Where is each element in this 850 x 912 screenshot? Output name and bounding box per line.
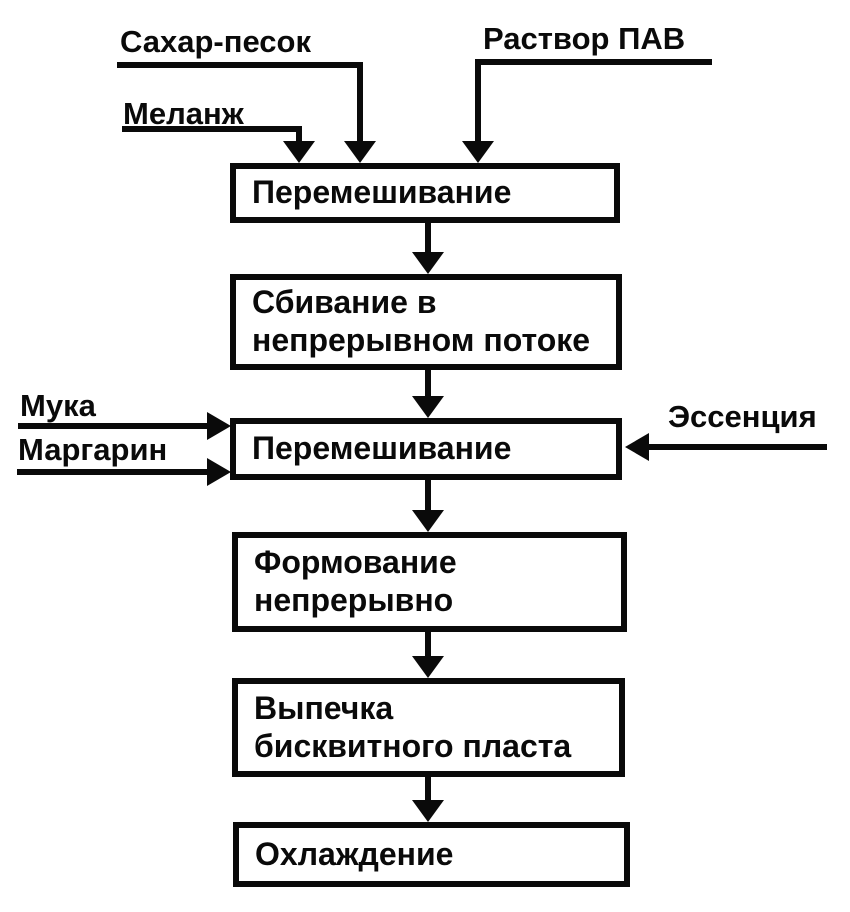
step-box-mixing-1: Перемешивание [230,163,620,223]
connector-line-1 [425,221,431,254]
surfactant-flow-line-vertical [475,59,481,142]
sugar-arrow-icon [344,141,376,163]
step-label-baking: Выпечка бисквитного пласта [254,689,572,764]
essence-arrow-icon [625,433,649,461]
connector-line-2 [425,368,431,397]
melange-arrow-icon [283,141,315,163]
input-label-surfactant: Раствор ПАВ [483,21,686,56]
surfactant-flow-line [475,59,712,65]
melange-flow-line-vertical [296,126,302,142]
input-label-flour: Мука [20,388,96,423]
flour-flow-line [18,423,210,429]
sugar-flow-line [117,62,363,68]
step-box-forming: Формование непрерывно [232,532,627,632]
input-label-melange: Меланж [123,96,244,131]
step-box-mixing-2: Перемешивание [230,418,622,480]
connector-line-4 [425,630,431,657]
step-box-whipping: Сбивание в непрерывном потоке [230,274,622,370]
margarine-flow-line [17,469,210,475]
margarine-arrow-icon [207,458,231,486]
connector-arrow-icon-1 [412,252,444,274]
step-label-mixing-2: Перемешивание [252,430,512,467]
connector-arrow-icon-2 [412,396,444,418]
step-label-mixing-1: Перемешивание [252,174,512,211]
step-label-cooling: Охлаждение [255,835,454,872]
connector-line-3 [425,478,431,511]
melange-flow-line [122,126,302,132]
input-label-sugar: Сахар-песок [120,24,311,59]
connector-arrow-icon-5 [412,800,444,822]
connector-arrow-icon-3 [412,510,444,532]
flour-arrow-icon [207,412,231,440]
step-box-cooling: Охлаждение [233,822,630,887]
essence-flow-line [648,444,827,450]
step-label-forming: Формование непрерывно [254,544,457,618]
input-label-essence: Эссенция [668,399,817,434]
connector-line-5 [425,775,431,801]
sugar-flow-line-vertical [357,62,363,142]
step-box-baking: Выпечка бисквитного пласта [232,678,625,777]
step-label-whipping: Сбивание в непрерывном потоке [252,284,591,358]
connector-arrow-icon-4 [412,656,444,678]
input-label-margarine: Маргарин [18,432,168,467]
surfactant-arrow-icon [462,141,494,163]
